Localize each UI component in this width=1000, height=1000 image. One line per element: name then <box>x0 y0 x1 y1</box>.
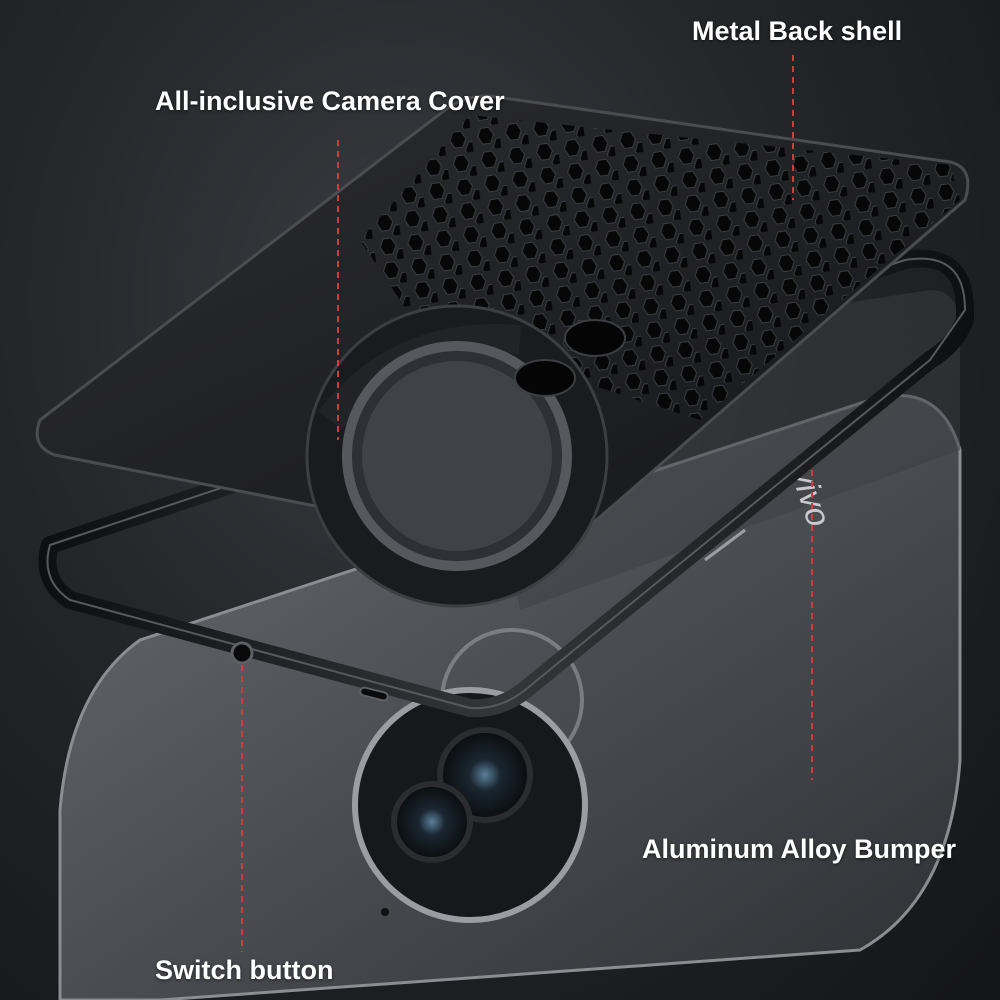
camera-cover-ring <box>305 304 626 608</box>
metal-back-shell <box>35 94 970 608</box>
leader-lines <box>241 55 813 952</box>
switch-button-port-icon <box>230 641 254 665</box>
metal-back-shell-label: Metal Back shell <box>692 16 903 46</box>
aluminum-bumper <box>38 249 974 718</box>
phone-camera-module <box>352 687 588 923</box>
bumper-label: Aluminum Alloy Bumper <box>642 834 957 864</box>
camera-cover-label: All-inclusive Camera Cover <box>155 86 505 116</box>
usb-port-icon <box>359 686 389 702</box>
switch-button-label: Switch button <box>155 955 334 985</box>
